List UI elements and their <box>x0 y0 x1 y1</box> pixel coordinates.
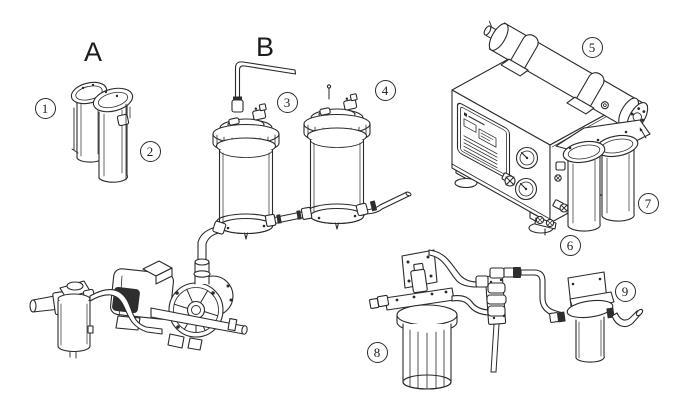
regulator-knob <box>501 172 516 187</box>
callout-5: 5 <box>581 36 603 58</box>
pressure-gauge-top <box>515 146 539 170</box>
callout-4: 4 <box>374 79 396 101</box>
callout-6: 6 <box>559 234 581 256</box>
group-label-a: A <box>84 37 103 67</box>
flush-filter-illustration <box>368 249 458 390</box>
pump-to-canister-tubing-illustration <box>197 220 227 263</box>
strainer-to-pump-tubing-illustration <box>89 289 163 335</box>
membrane-vessel-illustration <box>483 20 649 133</box>
callout-1: 1 <box>34 97 56 119</box>
prefilter-canister-3-illustration <box>212 61 313 240</box>
diverter-valve-illustration <box>475 267 564 373</box>
sea-strainer-illustration <box>29 280 96 359</box>
callout-7: 7 <box>637 192 659 214</box>
unit-label-panel <box>456 102 511 180</box>
callout-2: 2 <box>139 140 161 162</box>
group-label-b: B <box>256 32 275 62</box>
boost-pump-illustration <box>89 258 248 351</box>
dual-prefilter-illustration <box>70 81 134 183</box>
callout-9: 9 <box>614 280 636 302</box>
pressure-gauge-bottom <box>514 177 538 201</box>
pump-outlet-pipe-illustration <box>150 307 248 335</box>
unit-filter-assembly-illustration <box>554 119 651 232</box>
callout-8: 8 <box>366 341 388 363</box>
carbon-filter-illustration <box>549 271 644 363</box>
callout-3: 3 <box>276 91 298 113</box>
prefilter-canister-4-illustration <box>303 84 412 230</box>
